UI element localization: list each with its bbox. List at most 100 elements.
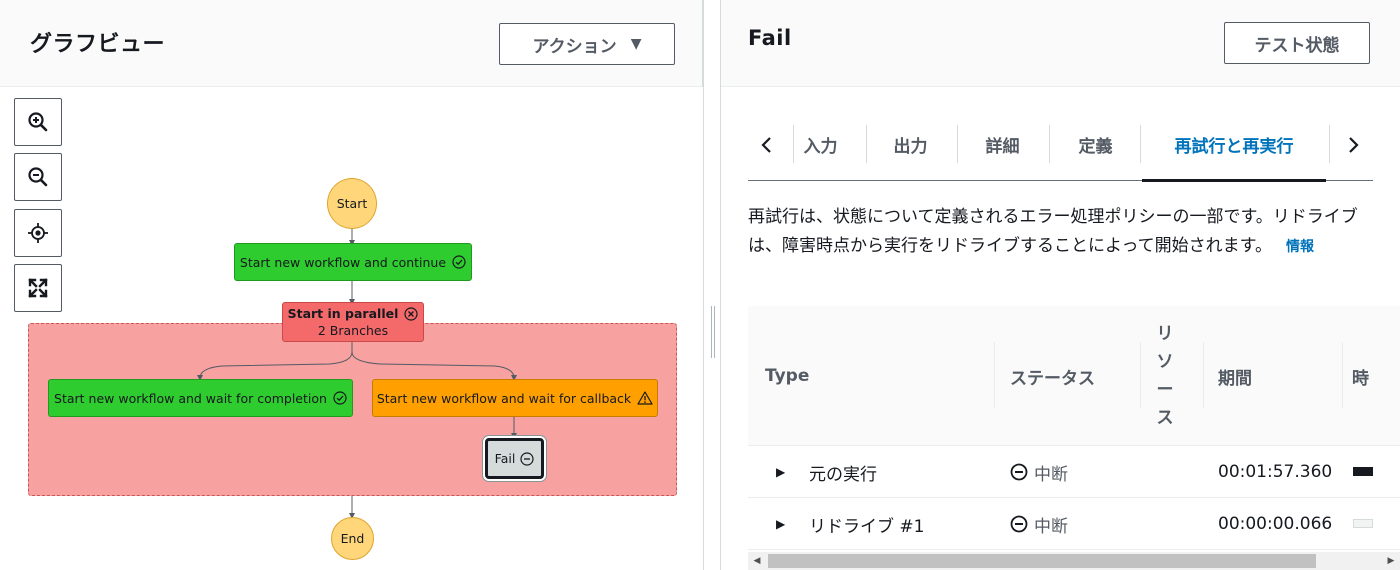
column-label-char: ソ	[1156, 352, 1174, 372]
tab-separator	[1329, 125, 1330, 163]
tab-separator	[866, 125, 867, 163]
expand-row-icon[interactable]: ▶	[776, 465, 786, 479]
error-circle-icon	[404, 306, 418, 321]
tab-separator	[1140, 125, 1141, 163]
stopped-icon	[1010, 515, 1028, 533]
state-start-in-parallel[interactable]: Start in parallel 2 Branches	[282, 302, 424, 342]
tab-label: 出力	[893, 137, 928, 157]
column-label: 時	[1352, 368, 1369, 389]
test-state-button[interactable]: テスト状態	[1224, 22, 1370, 64]
column-separator	[994, 342, 995, 408]
minus-circle-icon	[520, 451, 534, 466]
scroll-right-arrow-icon[interactable]: ▶	[1387, 556, 1395, 566]
tab-label: 再試行と再実行	[1174, 137, 1294, 157]
state-detail-panel: Fail テスト状態 入力 出力 詳細 定義 再試行と再実行	[721, 0, 1400, 570]
row-duration: 00:00:00.066	[1218, 514, 1333, 534]
actions-button[interactable]: アクション ▼	[499, 23, 675, 65]
table-horizontal-scrollbar[interactable]: ◀ ▶	[748, 552, 1400, 570]
fit-icon	[28, 278, 48, 298]
end-node-label: End	[340, 531, 365, 546]
tab-label: 定義	[1078, 137, 1113, 157]
chevron-left-icon	[761, 137, 771, 153]
panel-resize-handle[interactable]	[703, 0, 721, 570]
state-label: Start new workflow and wait for completi…	[54, 390, 327, 406]
state-label: Fail	[494, 451, 516, 466]
description-text: 再試行は、状態について定義されるエラー処理ポリシーの一部です。リドライブは、障害…	[748, 207, 1358, 256]
timeline-bar	[1353, 467, 1373, 476]
column-label-char: ー	[1156, 380, 1174, 400]
tab-retries-and-redrives[interactable]: 再試行と再実行	[1142, 108, 1326, 181]
column-header-duration[interactable]: 期間	[1218, 306, 1252, 446]
row-status: 中断	[1010, 498, 1068, 550]
scrollbar-thumb[interactable]	[768, 554, 1316, 568]
start-node[interactable]: Start	[327, 178, 377, 229]
row-duration: 00:01:57.360	[1218, 462, 1333, 482]
column-label-char: リ	[1156, 324, 1174, 344]
state-fail[interactable]: Fail	[485, 438, 544, 479]
graph-view-title: グラフビュー	[30, 32, 166, 57]
tab-separator	[793, 125, 794, 163]
column-label-char: ス	[1156, 408, 1174, 428]
timeline-bar	[1353, 519, 1373, 528]
tab-output[interactable]: 出力	[888, 108, 933, 181]
column-separator	[1342, 342, 1343, 408]
stopped-icon	[1010, 463, 1028, 481]
tab-label: 詳細	[985, 137, 1020, 157]
state-start-new-workflow-and-wait-for-completion[interactable]: Start new workflow and wait for completi…	[48, 379, 353, 417]
column-separator	[1140, 342, 1141, 408]
tab-separator	[1049, 125, 1050, 163]
column-header-timeline[interactable]: 時	[1352, 306, 1369, 446]
column-header-resource[interactable]: リ ソ ー ス	[1154, 306, 1176, 446]
graph-edges	[197, 228, 517, 519]
row-status: 中断	[1010, 446, 1068, 498]
center-graph-button[interactable]	[14, 209, 62, 257]
retries-description: 再試行は、状態について定義されるエラー処理ポリシーの一部です。リドライブは、障害…	[748, 203, 1373, 262]
row-type: リドライブ #1	[809, 516, 925, 537]
resize-grip-icon	[711, 306, 715, 358]
table-header: Type ステータス リ ソ ー ス 期間 時	[748, 306, 1400, 446]
branch-count: 2 Branches	[317, 323, 389, 338]
scroll-left-arrow-icon[interactable]: ◀	[753, 556, 761, 566]
test-state-button-label: テスト状態	[1254, 35, 1340, 56]
zoom-in-button[interactable]	[14, 98, 62, 146]
zoom-out-icon	[28, 167, 48, 187]
status-text: 中断	[1034, 464, 1068, 485]
end-node[interactable]: End	[331, 517, 374, 560]
row-type: 元の実行	[809, 464, 877, 485]
tab-details[interactable]: 詳細	[980, 108, 1025, 181]
warning-icon	[637, 391, 653, 405]
column-header-status[interactable]: ステータス	[1010, 306, 1095, 446]
fit-graph-button[interactable]	[14, 264, 62, 312]
center-icon	[28, 223, 48, 243]
check-circle-icon	[452, 255, 466, 269]
detail-tabs: 入力 出力 詳細 定義 再試行と再実行	[748, 108, 1373, 182]
tab-scroll-left-button[interactable]	[752, 130, 782, 160]
state-start-new-workflow-and-wait-for-callback[interactable]: Start new workflow and wait for callback	[372, 379, 658, 417]
caret-down-icon: ▼	[630, 36, 642, 52]
info-link[interactable]: 情報	[1285, 239, 1314, 255]
status-text: 中断	[1034, 516, 1068, 537]
state-label: Start in parallel	[287, 306, 399, 321]
retries-table: Type ステータス リ ソ ー ス 期間 時 ▶ 元の実行	[748, 306, 1400, 570]
actions-button-label: アクション	[532, 36, 617, 57]
tab-input[interactable]: 入力	[798, 108, 843, 181]
graph-view-panel: グラフビュー アクション ▼	[0, 0, 703, 560]
state-start-new-workflow-and-continue[interactable]: Start new workflow and continue	[234, 243, 472, 281]
state-label: Start new workflow and continue	[239, 254, 447, 270]
table-row[interactable]: ▶ リドライブ #1 中断 00:00:00.066	[748, 498, 1400, 550]
chevron-right-icon	[1349, 137, 1359, 153]
table-row[interactable]: ▶ 元の実行 中断 00:01:57.360	[748, 446, 1400, 498]
tab-definition[interactable]: 定義	[1073, 108, 1118, 181]
column-header-type[interactable]: Type	[765, 306, 809, 446]
zoom-in-icon	[28, 112, 48, 132]
zoom-out-button[interactable]	[14, 153, 62, 201]
expand-row-icon[interactable]: ▶	[776, 517, 786, 531]
active-tab-indicator	[1142, 179, 1326, 182]
tab-label: 入力	[803, 137, 838, 157]
graph-view-header: グラフビュー アクション ▼	[0, 0, 703, 87]
state-detail-title: Fail	[748, 26, 792, 50]
column-separator	[1203, 342, 1204, 408]
check-circle-icon	[333, 391, 347, 405]
state-label: Start new workflow and wait for callback	[376, 390, 632, 406]
tab-scroll-right-button[interactable]	[1338, 130, 1368, 160]
